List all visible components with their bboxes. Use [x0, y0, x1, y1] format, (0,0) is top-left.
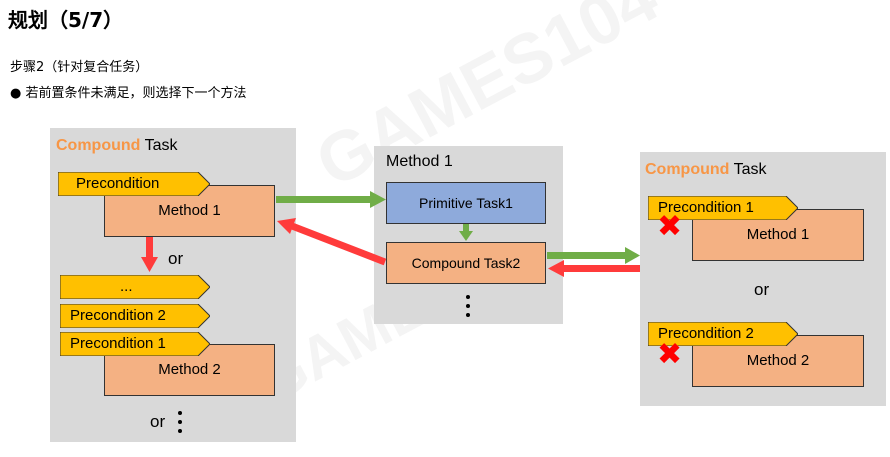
right-panel-title-rest: Task — [729, 161, 767, 178]
green-arrow-right — [276, 191, 386, 208]
vertical-ellipsis-icon — [466, 295, 470, 317]
compound-task-label: Compound Task2 — [411, 255, 521, 271]
bullet-text: ● 若前置条件未满足，则选择下一个方法 — [10, 86, 247, 101]
left-ellipsis-label: ... — [120, 278, 133, 295]
red-arrow-back — [277, 218, 387, 266]
right-precondition-2-tag: Precondition 2 — [648, 322, 798, 346]
left-precondition-tag: Precondition — [58, 172, 210, 196]
vertical-ellipsis-icon — [178, 411, 182, 433]
red-arrow-left-2 — [548, 260, 640, 277]
right-precondition-1-tag: Precondition 1 — [648, 196, 798, 220]
left-precondition-2-tag: Precondition 2 — [60, 304, 210, 328]
left-method-2-label: Method 2 — [158, 361, 221, 378]
right-precondition-1-label: Precondition 1 — [658, 199, 754, 216]
green-arrow-right-2 — [547, 247, 640, 264]
left-or-1: or — [168, 249, 184, 268]
right-method-2-label: Method 2 — [746, 352, 810, 369]
right-method-1-label: Method 1 — [746, 226, 810, 243]
right-or: or — [754, 280, 770, 299]
left-precondition-1-tag: Precondition 1 — [60, 332, 210, 356]
left-precondition-label: Precondition — [76, 175, 160, 192]
middle-vertical-ellipsis — [465, 294, 471, 324]
tag-shape — [648, 196, 798, 220]
right-panel-title-accent: Compound — [645, 161, 730, 178]
step-label: 步骤2（针对复合任务） — [10, 60, 149, 75]
left-panel-title-rest: Task — [140, 137, 178, 154]
left-or-2: or — [150, 412, 166, 431]
tag-shape — [58, 172, 210, 196]
cross-icon: ✖ — [657, 209, 683, 244]
tag-shape — [648, 322, 798, 346]
tag-shape — [60, 332, 210, 356]
right-panel-title: Compound Task — [645, 161, 766, 179]
red-arrow-down — [141, 237, 158, 272]
tag-shape — [60, 275, 210, 299]
left-method-1-label: Method 1 — [158, 202, 221, 219]
left-precondition-2-label: Precondition 2 — [70, 307, 166, 324]
tag-shape — [60, 304, 210, 328]
green-arrow-down — [459, 224, 473, 241]
compound-task-box: Compound Task2 — [386, 242, 546, 284]
left-vertical-ellipsis — [177, 410, 183, 436]
middle-panel-title: Method 1 — [386, 153, 453, 170]
primitive-task-box: Primitive Task1 — [386, 182, 546, 224]
primitive-task-label: Primitive Task1 — [419, 195, 513, 211]
left-ellipsis-tag: ... — [60, 275, 210, 299]
cross-icon-2: ✖ — [657, 337, 683, 372]
left-panel-title: Compound Task — [56, 137, 177, 155]
left-panel-title-accent: Compound — [56, 137, 141, 154]
slide-title: 规划（5/7） — [8, 8, 124, 32]
right-precondition-2-label: Precondition 2 — [658, 325, 754, 342]
left-precondition-1-label: Precondition 1 — [70, 335, 166, 352]
